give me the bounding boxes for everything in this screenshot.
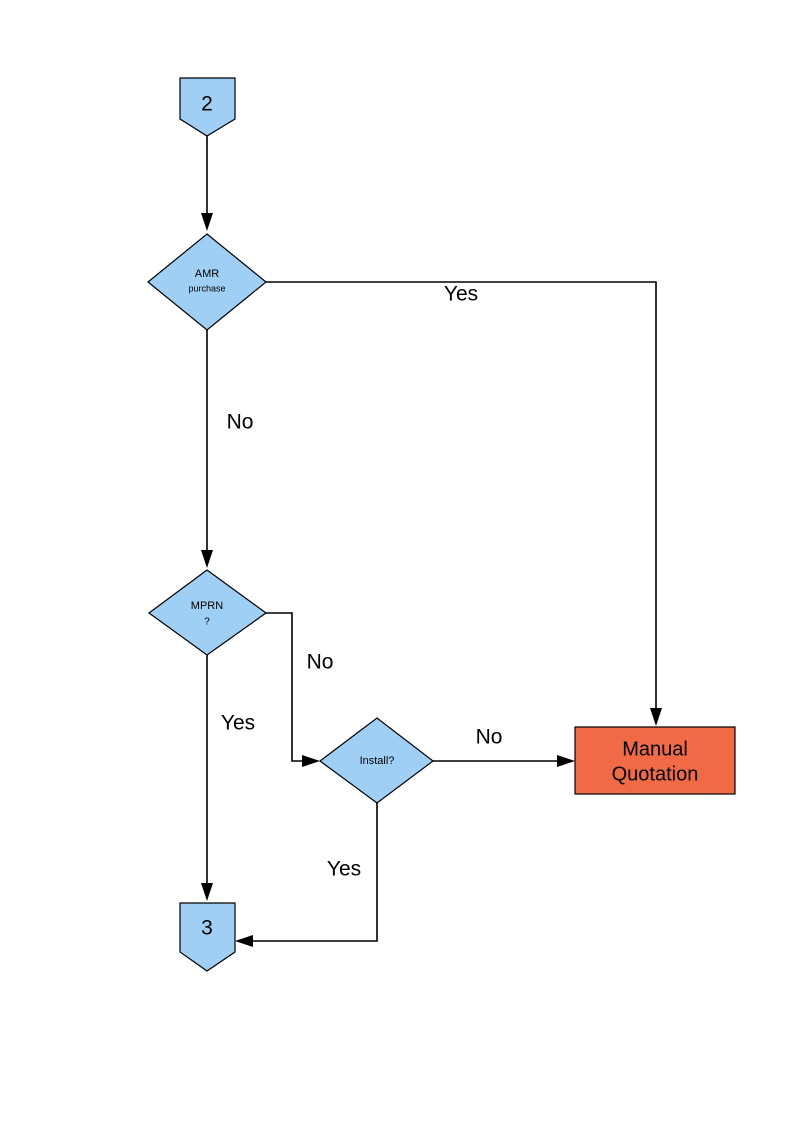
arrowhead-mprn-no (302, 755, 320, 767)
edge-line-amr-yes (266, 281, 657, 711)
node-start-connector[interactable]: 2 (179, 77, 236, 137)
node-install-decision[interactable]: Install? (318, 717, 434, 804)
edge-amr-yes (266, 281, 662, 726)
install-decision-label: Install? (360, 755, 395, 767)
mprn-decision-label-line2: ? (204, 617, 210, 628)
edge-label-amr-no: No (227, 411, 254, 434)
edge-line-install-yes (250, 803, 378, 942)
amr-decision-label-line1: AMR (195, 268, 220, 280)
end-connector-label: 3 (201, 917, 213, 940)
edge-start-to-amr (201, 136, 213, 231)
pentagon-shape-end[interactable] (179, 902, 236, 972)
edge-label-amr-yes: Yes (444, 283, 478, 306)
edge-label-mprn-no: No (307, 651, 334, 674)
pentagon-shape-start[interactable] (179, 77, 236, 137)
node-end-connector[interactable]: 3 (179, 902, 236, 972)
arrowhead-start-to-amr (201, 213, 213, 231)
arrowhead-install-no (557, 755, 575, 767)
diamond-shape-mprn[interactable] (147, 569, 268, 656)
arrowhead-mprn-yes (201, 883, 213, 901)
edge-mprn-yes (201, 655, 213, 901)
manual-quotation-label-line1: Manual (622, 738, 688, 760)
edge-amr-no (201, 330, 213, 568)
node-mprn-decision[interactable]: MPRN ? (147, 569, 268, 656)
amr-decision-label-line2: purchase (188, 283, 225, 293)
edge-install-no (433, 755, 575, 767)
edge-label-install-no: No (476, 726, 503, 749)
diamond-shape-amr[interactable] (147, 233, 267, 331)
arrowhead-amr-no (201, 550, 213, 568)
edge-line-mprn-no (266, 612, 305, 762)
node-amr-purchase-decision[interactable]: AMR purchase (147, 233, 267, 331)
arrowhead-install-yes (235, 935, 253, 947)
arrowhead-amr-yes (650, 708, 662, 726)
edge-label-mprn-yes: Yes (221, 712, 255, 735)
edge-mprn-no (266, 612, 320, 767)
diamond-shape-install[interactable] (318, 717, 434, 804)
edge-label-install-yes: Yes (327, 858, 361, 881)
rect-shape-manual-quotation[interactable] (574, 726, 736, 795)
mprn-decision-label-line1: MPRN (191, 600, 223, 612)
edge-install-yes (235, 803, 378, 947)
node-manual-quotation-process[interactable]: Manual Quotation (574, 726, 736, 795)
manual-quotation-label-line2: Quotation (612, 763, 699, 785)
start-connector-label: 2 (201, 93, 213, 116)
